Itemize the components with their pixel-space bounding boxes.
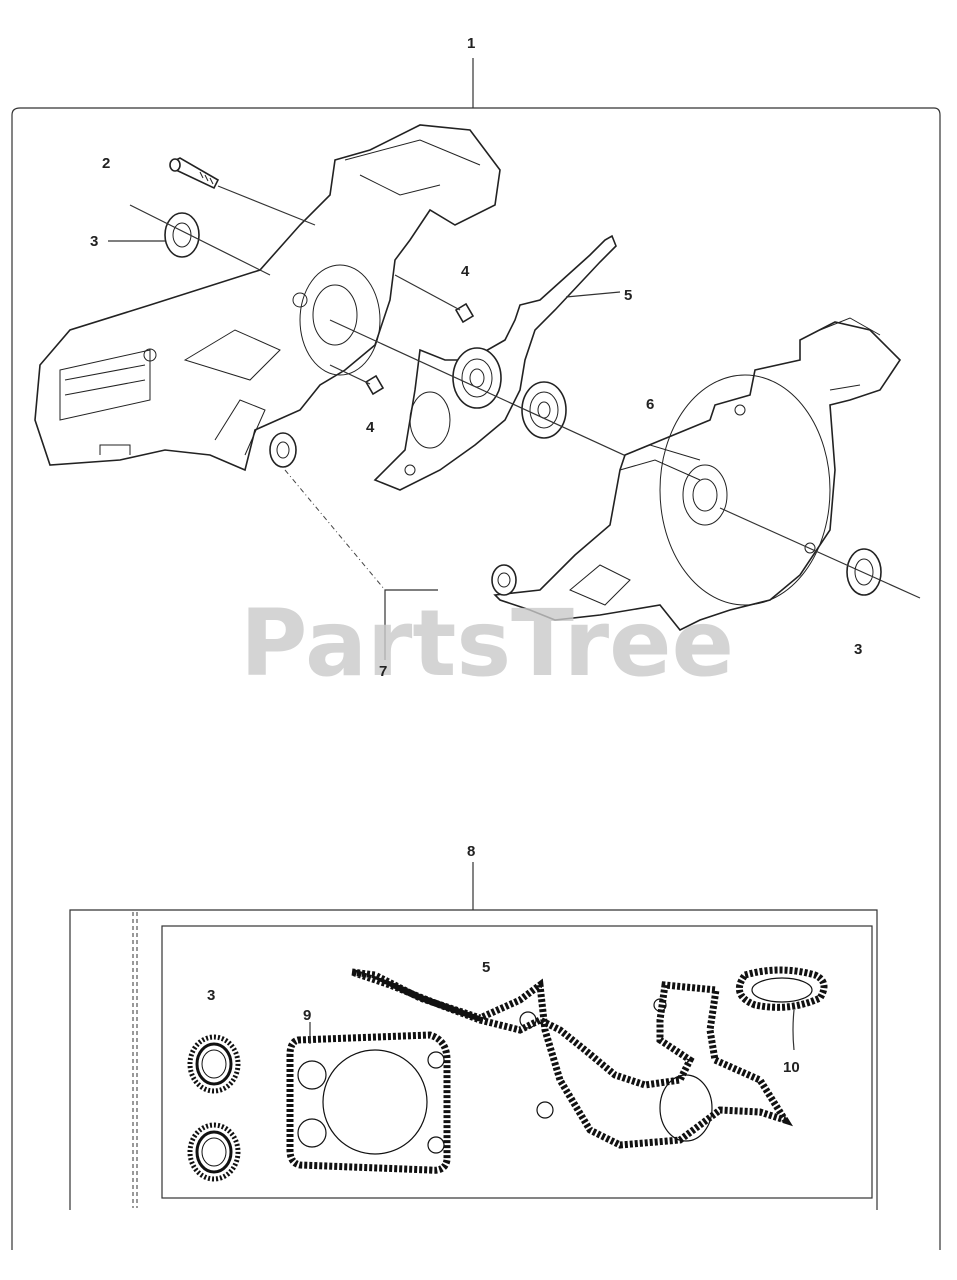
assembly-bracket-1 — [11, 107, 941, 1250]
leader-3b — [719, 507, 921, 599]
plug-7-left — [269, 432, 297, 468]
callout-7: 7 — [379, 663, 387, 680]
seal-3-right — [846, 548, 882, 596]
callout-9: 9 — [303, 1007, 311, 1024]
dowel-pin-4-lower — [364, 374, 385, 396]
crankcase-gasket-5-kit — [350, 968, 794, 1149]
callout-10: 10 — [783, 1059, 800, 1076]
callout-3-kit: 3 — [207, 987, 215, 1004]
kit-panel — [161, 925, 873, 1199]
watermark: PartsTree — [240, 590, 734, 697]
leader-7 — [384, 589, 438, 660]
left-crankcase-half — [34, 124, 501, 472]
callout-6: 6 — [646, 396, 654, 413]
callout-1: 1 — [467, 35, 475, 52]
callout-3-right: 3 — [854, 641, 862, 658]
kit-seal-lower — [187, 1122, 241, 1182]
callout-3-top-left: 3 — [90, 233, 98, 250]
leader-10 — [792, 1009, 795, 1051]
callout-8: 8 — [467, 843, 475, 860]
callout-4-upper: 4 — [461, 263, 470, 280]
callout-5-kit: 5 — [482, 959, 490, 976]
leader-3a-ext — [129, 204, 271, 276]
plug-7-right — [491, 564, 517, 596]
kit-seal-upper — [187, 1034, 241, 1094]
leader-2 — [217, 185, 316, 226]
exhaust-gasket-10 — [735, 966, 828, 1011]
callout-4-lower: 4 — [366, 419, 375, 436]
bolt-2 — [169, 157, 220, 190]
bearing-right — [521, 381, 567, 439]
bearing-left — [452, 347, 502, 409]
dowel-pin-4-upper — [454, 302, 475, 324]
callout-2: 2 — [102, 155, 110, 172]
leader-5a — [565, 291, 621, 298]
cylinder-gasket-9 — [286, 1031, 451, 1174]
callout-5-upper: 5 — [624, 287, 632, 304]
seal-3-top — [164, 212, 200, 258]
kit-bracket-8 — [69, 909, 878, 1210]
leader-4b — [329, 364, 371, 385]
leader-7-dash — [284, 469, 386, 591]
leader-4a — [394, 274, 461, 311]
right-crankcase-half — [493, 317, 902, 632]
